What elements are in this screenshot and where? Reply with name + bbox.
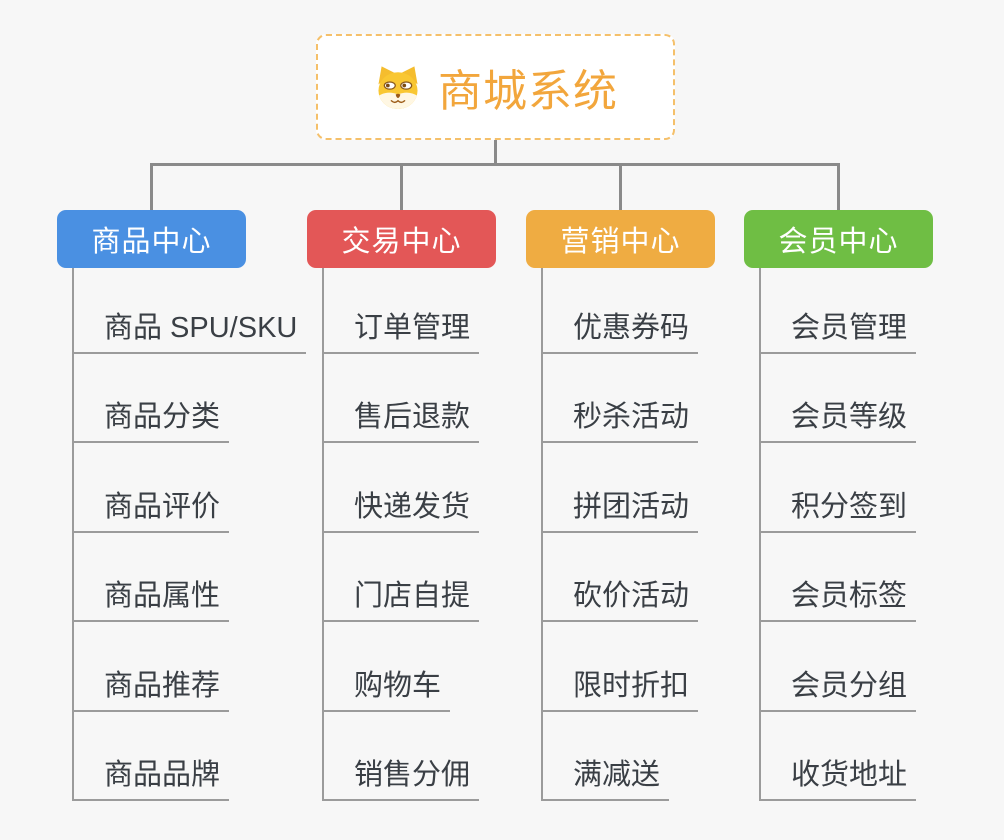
leaf-node[interactable]: 商品 SPU/SKU <box>72 304 307 354</box>
root-title: 商城系统 <box>438 67 618 116</box>
leaf-node[interactable]: 拼团活动 <box>541 483 699 533</box>
branch-leaves-product: 商品 SPU/SKU 商品分类 商品评价 商品属性 商品推荐 商品品牌 <box>72 264 307 801</box>
branch-leaves-marketing: 优惠券码 秒杀活动 拼团活动 砍价活动 限时折扣 满减送 <box>541 264 771 801</box>
leaf-node[interactable]: 订单管理 <box>322 304 480 354</box>
leaf-node[interactable]: 限时折扣 <box>541 662 699 712</box>
leaf-node[interactable]: 商品推荐 <box>72 662 230 712</box>
leaf-node[interactable]: 会员分组 <box>759 662 917 712</box>
leaf-node[interactable]: 门店自提 <box>322 572 480 622</box>
connector-drop-marketing <box>619 163 622 210</box>
leaf-node[interactable]: 销售分佣 <box>322 751 480 801</box>
branch-trade-center: 交易中心 订单管理 售后退款 快递发货 门店自提 购物车 销售分佣 <box>307 210 496 801</box>
branch-header-member[interactable]: 会员中心 <box>744 210 933 268</box>
branch-product-center: 商品中心 商品 SPU/SKU 商品分类 商品评价 商品属性 商品推荐 商品品牌 <box>57 210 307 801</box>
connector-root-stem <box>494 140 497 166</box>
branch-leaves-member: 会员管理 会员等级 积分签到 会员标签 会员分组 收货地址 <box>759 264 989 801</box>
branch-header-marketing[interactable]: 营销中心 <box>526 210 715 268</box>
dog-face-icon <box>378 65 418 109</box>
leaf-node[interactable]: 会员等级 <box>759 393 917 443</box>
branch-line-member <box>759 268 761 801</box>
leaf-node[interactable]: 积分签到 <box>759 483 917 533</box>
branch-line-product <box>72 268 74 801</box>
branch-marketing-center: 营销中心 优惠券码 秒杀活动 拼团活动 砍价活动 限时折扣 满减送 <box>526 210 715 801</box>
leaf-node[interactable]: 收货地址 <box>759 751 917 801</box>
leaf-node[interactable]: 会员管理 <box>759 304 917 354</box>
leaf-node[interactable]: 售后退款 <box>322 393 480 443</box>
leaf-node[interactable]: 优惠券码 <box>541 304 699 354</box>
branch-line-trade <box>322 268 324 801</box>
branch-header-product[interactable]: 商品中心 <box>57 210 246 268</box>
leaf-node[interactable]: 快递发货 <box>322 483 480 533</box>
connector-drop-trade <box>400 163 403 210</box>
leaf-node[interactable]: 商品属性 <box>72 572 230 622</box>
leaf-node[interactable]: 秒杀活动 <box>541 393 699 443</box>
branch-member-center: 会员中心 会员管理 会员等级 积分签到 会员标签 会员分组 收货地址 <box>744 210 933 801</box>
leaf-node[interactable]: 满减送 <box>541 751 670 801</box>
leaf-node[interactable]: 购物车 <box>322 662 451 712</box>
leaf-node[interactable]: 商品品牌 <box>72 751 230 801</box>
branch-line-marketing <box>541 268 543 801</box>
branch-leaves-trade: 订单管理 售后退款 快递发货 门店自提 购物车 销售分佣 <box>322 264 552 801</box>
leaf-node[interactable]: 商品评价 <box>72 483 230 533</box>
leaf-node[interactable]: 砍价活动 <box>541 572 699 622</box>
connector-bus <box>150 163 840 166</box>
leaf-node[interactable]: 商品分类 <box>72 393 230 443</box>
connector-drop-product <box>150 163 153 210</box>
connector-drop-member <box>837 163 840 210</box>
root-node[interactable]: 商城系统 <box>316 34 675 140</box>
leaf-node[interactable]: 会员标签 <box>759 572 917 622</box>
branch-header-trade[interactable]: 交易中心 <box>307 210 496 268</box>
